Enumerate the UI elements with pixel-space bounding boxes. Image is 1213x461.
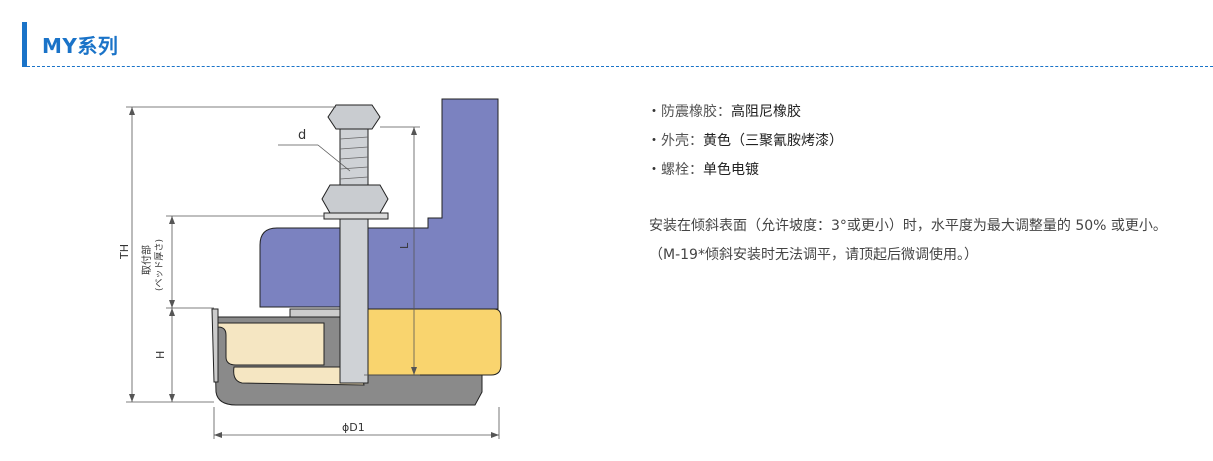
spec-value: 黄色（三聚氰胺烤漆） xyxy=(703,133,843,149)
total-height-label: TH xyxy=(118,244,131,260)
page-title: MY系列 xyxy=(42,34,119,58)
spec-value: 单色电镀 xyxy=(703,162,759,178)
spec-item-housing: ・外壳：黄色（三聚氰胺烤漆） xyxy=(647,127,1207,156)
spec-list: ・防震橡胶：高阻尼橡胶 ・外壳：黄色（三聚氰胺烤漆） ・螺栓：单色电镀 xyxy=(647,98,1207,185)
spec-label: 外壳： xyxy=(661,133,703,149)
lower-plate xyxy=(233,366,365,386)
lock-nut xyxy=(321,184,389,214)
installation-note: 安装在倾斜表面（允许坡度：3°或更小）时，水平度为最大调整量的 50% 或更小。… xyxy=(649,212,1205,270)
spec-value: 高阻尼橡胶 xyxy=(731,104,801,120)
bolt-diameter-label: d xyxy=(298,128,306,143)
spec-label: 防震橡胶： xyxy=(661,104,731,120)
inner-housing xyxy=(217,322,325,366)
left-bracket xyxy=(211,308,219,383)
bullet: ・ xyxy=(647,133,661,149)
top-nut xyxy=(327,104,381,130)
outer-diameter-label: ϕD1 xyxy=(342,421,365,434)
page-header: MY系列 xyxy=(0,0,1213,68)
note-jackup: （M-19*倾斜安装时无法调平，请顶起后微调使用。） xyxy=(649,247,978,263)
title-accent-bar xyxy=(22,22,27,67)
bullet: ・ xyxy=(647,104,661,120)
note-slope: 安装在倾斜表面（允许坡度：3°或更小）时，水平度为最大调整量的 50% 或更小。 xyxy=(649,218,1167,234)
yellow-housing xyxy=(351,308,502,376)
spec-label: 螺栓： xyxy=(661,162,703,178)
bullet: ・ xyxy=(647,162,661,178)
bed-thickness-label: (ベッド厚さ) xyxy=(154,239,165,291)
spec-item-bolt: ・螺栓：单色电镀 xyxy=(647,156,1207,185)
bolt-length-label: L xyxy=(398,242,411,249)
spec-item-rubber: ・防震橡胶：高阻尼橡胶 xyxy=(647,98,1207,127)
mounting-part-label: 取付部 xyxy=(140,245,153,275)
height-label: H xyxy=(154,351,167,359)
header-divider xyxy=(27,66,1213,67)
nut-washer xyxy=(323,212,389,220)
mount-diagram: d L TH H 取付部 (ベッド厚さ) ϕD1 xyxy=(110,95,520,445)
